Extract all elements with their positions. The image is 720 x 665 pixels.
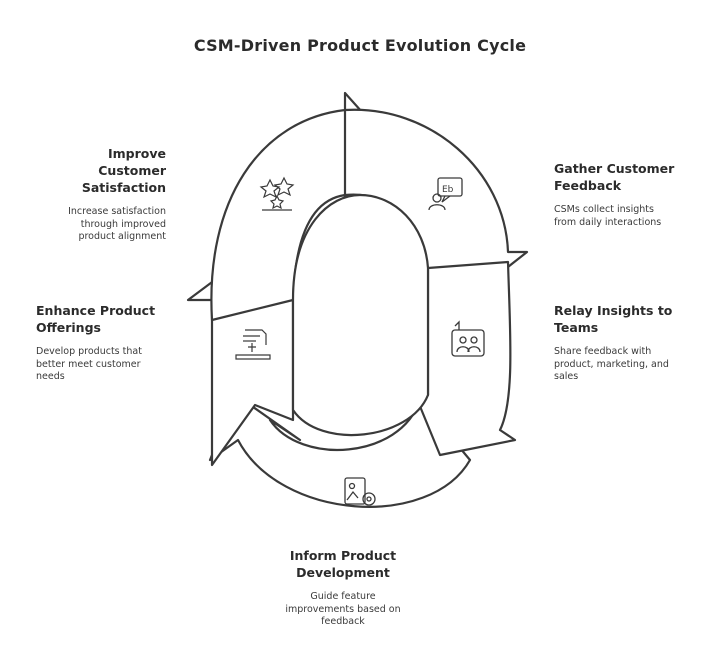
stage-heading: Relay Insights to Teams [554, 303, 673, 335]
arrow-inform-to-enhance [208, 393, 472, 508]
stage-inform-development: Inform Product Development Guide feature… [258, 547, 428, 629]
product-settings-icon [344, 477, 376, 506]
stage-heading: Improve Customer Satisfaction [81, 146, 166, 195]
stage-enhance-offerings: Enhance Product Offerings Develop produc… [36, 302, 196, 384]
stage-description: Guide feature improvements based on feed… [285, 591, 401, 627]
stars-rating-icon [259, 176, 295, 211]
stage-improve-satisfaction: Improve Customer Satisfaction Increase s… [6, 145, 166, 244]
stage-description: Increase satisfaction through improved p… [68, 206, 166, 242]
stage-description: CSMs collect insights from daily interac… [554, 204, 662, 228]
stage-heading: Enhance Product Offerings [36, 303, 156, 335]
offering-tools-icon [235, 329, 271, 360]
feedback-chat-icon: Eb [428, 177, 463, 211]
stage-gather-feedback: Gather Customer Feedback CSMs collect in… [554, 160, 714, 229]
inner-hub [291, 193, 430, 437]
page-title: CSM-Driven Product Evolution Cycle [193, 36, 527, 55]
arrow-relay-to-inform [408, 260, 517, 457]
stage-description: Share feedback with product, marketing, … [554, 346, 669, 382]
stage-heading: Inform Product Development [289, 548, 397, 580]
stage-relay-insights: Relay Insights to Teams Share feedback w… [554, 302, 714, 384]
stage-description: Develop products that better meet custom… [36, 346, 142, 382]
stage-heading: Gather Customer Feedback [554, 161, 675, 193]
team-share-icon [451, 320, 485, 357]
svg-text:Eb: Eb [442, 185, 454, 195]
